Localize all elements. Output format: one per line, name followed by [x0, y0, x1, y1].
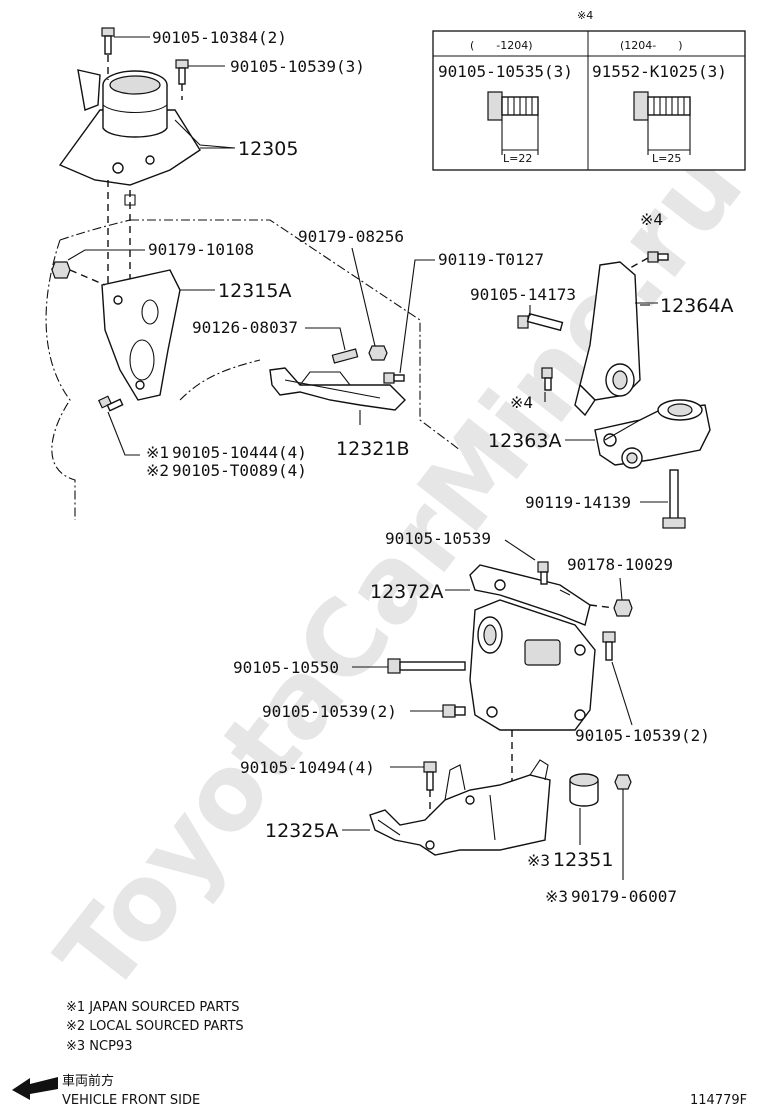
bolt-icon [383, 372, 405, 384]
bolt-icon [423, 761, 437, 791]
nut-icon [614, 774, 632, 880]
engine-mount-12305 [58, 69, 236, 186]
diagram-code: 114779F [690, 1093, 747, 1108]
transmission-mount-12372A [469, 564, 596, 731]
note-japan-sourced: ※1 JAPAN SOURCED PARTS [66, 1000, 240, 1015]
bolt-icon [97, 395, 124, 412]
table-col1-length: L=22 [503, 152, 532, 165]
table-col2-length: L=25 [652, 152, 681, 165]
bolt-icon [662, 469, 686, 529]
bolt-icon [602, 631, 616, 661]
bracket-12325A [369, 759, 551, 856]
note-ncp93: ※3 NCP93 [66, 1039, 132, 1054]
note-local-sourced: ※2 LOCAL SOURCED PARTS [66, 1019, 244, 1034]
flange-bolt-icon [633, 91, 691, 155]
ref-mark: ※1 [146, 443, 169, 462]
vehicle-front-label-jp: 車両前方 [62, 1073, 114, 1089]
nut-icon [613, 599, 633, 617]
part-label: 90178-10029 [567, 555, 673, 574]
part-label: 90105-10494(4) [240, 758, 375, 777]
bolt-icon [175, 59, 189, 85]
bushing-12351 [569, 773, 599, 845]
part-label: 90126-08037 [192, 318, 298, 337]
part-label: 12305 [238, 138, 298, 160]
bolt-icon [442, 704, 466, 718]
ref-mark: ※4 [640, 210, 663, 229]
part-label: 12325A [265, 820, 338, 842]
part-label: 12364A [660, 295, 733, 317]
bolt-icon [647, 251, 669, 263]
table-col1-part: 90105-10535(3) [438, 62, 573, 81]
bolt-icon [541, 367, 553, 391]
part-label: 12321B [336, 438, 409, 460]
nut-icon [51, 261, 71, 279]
part-label: 90179-06007 [571, 887, 677, 906]
front-direction-arrow-icon [12, 1077, 58, 1100]
part-label: 90179-10108 [148, 240, 254, 259]
table-ref-mark: ※4 [577, 9, 593, 22]
stud-icon [331, 348, 359, 364]
part-label: 90105-14173 [470, 285, 576, 304]
bolt-spec-table: ※4 ( -1204) (1204- ) 90105-10535(3) 9155… [432, 9, 746, 171]
part-label: 90105-10539(3) [230, 57, 365, 76]
table-col2-part: 91552-K1025(3) [592, 62, 727, 81]
part-label: 90119-T0127 [438, 250, 544, 269]
part-label: 12372A [370, 581, 443, 603]
bolt-icon [537, 561, 549, 585]
table-col2-range: (1204- ) [620, 39, 683, 52]
part-label: 90179-08256 [298, 227, 404, 246]
part-label: 12351 [553, 849, 613, 871]
part-label: 90105-10539(2) [575, 726, 710, 745]
part-label: 90105-10384(2) [152, 28, 287, 47]
part-label: 90105-T0089(4) [172, 461, 307, 480]
part-label: 12315A [218, 280, 291, 302]
table-col1-range: ( -1204) [470, 39, 533, 52]
engine-mount-12363A [594, 399, 711, 469]
flange-bolt-icon [487, 91, 539, 155]
part-label: 90105-10550 [233, 658, 339, 677]
bracket-12321B [269, 367, 406, 425]
ref-mark: ※3 [545, 887, 568, 906]
part-label: 90105-10539 [385, 529, 491, 548]
part-label: 12363A [488, 430, 561, 452]
part-label: 90105-10539(2) [262, 702, 397, 721]
engine-outline [45, 219, 461, 520]
part-label: 90105-10444(4) [172, 443, 307, 462]
bolt-icon [517, 312, 564, 332]
bolt-icon [101, 27, 115, 55]
nut-icon [368, 345, 388, 361]
bolt-icon [387, 658, 466, 674]
ref-mark: ※3 [527, 851, 550, 870]
bracket-12364A [574, 261, 650, 417]
part-label: 90119-14139 [525, 493, 631, 512]
ref-mark: ※4 [510, 393, 533, 412]
ref-mark: ※2 [146, 461, 169, 480]
vehicle-front-label-en: VEHICLE FRONT SIDE [62, 1093, 200, 1108]
bracket-12315A [101, 269, 215, 401]
